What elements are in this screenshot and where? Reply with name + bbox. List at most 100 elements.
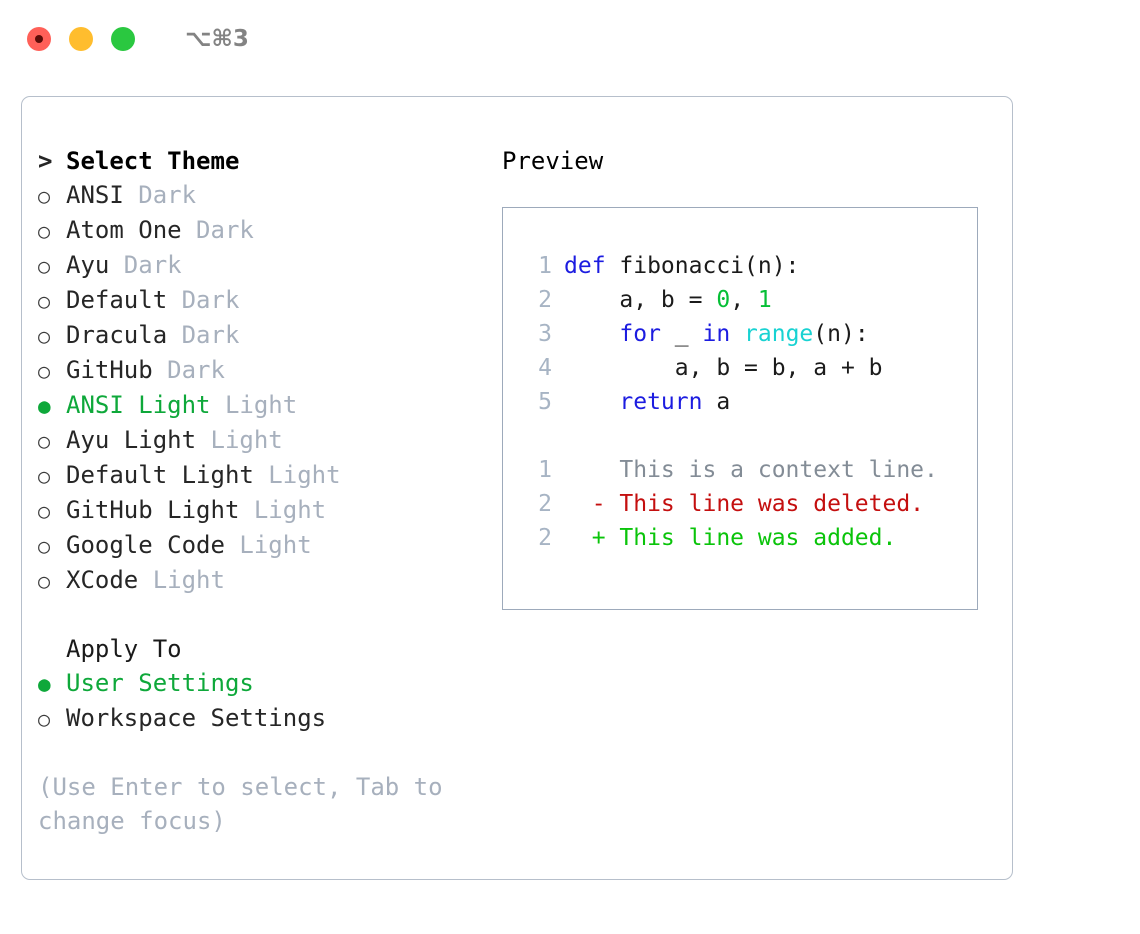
code-line: 3 for _ in range(n): (503, 317, 977, 351)
code-token-plain: , (730, 287, 758, 313)
theme-variant-label: Light (239, 496, 327, 524)
theme-list: ○ANSI Dark○Atom One Dark○Ayu Dark○Defaul… (38, 178, 478, 598)
code-line-text: return a (564, 385, 730, 419)
diff-line: 1 This is a context line. (503, 453, 977, 487)
apply-to-heading: Apply To (66, 635, 182, 663)
theme-variant-label: Light (210, 391, 298, 419)
theme-variant-label: Dark (123, 181, 197, 209)
theme-variant-label: Dark (167, 286, 240, 314)
theme-selector-column: > Select Theme ○ANSI Dark○Atom One Dark○… (38, 144, 478, 838)
theme-option-row[interactable]: ○ Default Light Light (38, 458, 478, 493)
code-token-plain: a, b = b, a + b (564, 355, 883, 381)
theme-name-label: Ayu (66, 251, 110, 279)
theme-option-row[interactable]: ○ Ayu Light Light (38, 423, 478, 458)
radio-unselected-icon: ○ (38, 429, 51, 453)
titlebar: ⌥⌘3 (0, 0, 1140, 78)
code-line-number: 2 (538, 287, 552, 313)
theme-option-row[interactable]: ●ANSI Light Light (38, 388, 478, 423)
code-token-fn: range (744, 321, 814, 347)
theme-option-row[interactable]: ○ Atom One Dark (38, 213, 478, 248)
prompt-caret-icon: > (38, 147, 53, 175)
theme-variant-label: Dark (152, 356, 225, 384)
radio-unselected-icon: ○ (38, 184, 51, 208)
code-token-kw: def (564, 253, 620, 279)
minimize-button[interactable] (69, 27, 93, 51)
theme-name-label: Dracula (66, 321, 168, 349)
code-token-plain: (n): (813, 321, 869, 347)
theme-variant-label: Light (196, 426, 283, 454)
code-line-text: for _ in range(n): (564, 317, 869, 351)
diff-text: This line was added. (605, 525, 897, 551)
theme-name-label: Ayu Light (66, 426, 197, 454)
theme-option-row[interactable]: ○ ANSI Dark (38, 178, 478, 213)
theme-name-label: XCode (66, 566, 139, 594)
select-theme-label: Select Theme (66, 147, 240, 175)
code-line-number: 3 (538, 321, 552, 347)
theme-variant-label: Dark (181, 216, 254, 244)
apply-to-option-row[interactable]: ○Workspace Settings (38, 701, 478, 736)
code-line-number: 5 (538, 389, 552, 415)
code-line-text: a, b = 0, 1 (564, 283, 772, 317)
code-line: 2 a, b = 0, 1 (503, 283, 977, 317)
theme-name-label: GitHub (66, 356, 153, 384)
radio-unselected-icon: ○ (38, 499, 51, 523)
diff-text: This line was deleted. (605, 491, 925, 517)
theme-option-row[interactable]: ○XCode Light (38, 563, 478, 598)
code-token-plain: a, b = (564, 287, 717, 313)
apply-to-label: User Settings (66, 669, 254, 697)
diff-marker: - (564, 491, 606, 517)
diff-text: This is a context line. (605, 457, 938, 483)
theme-variant-label: Light (253, 461, 341, 489)
apply-to-option-row[interactable]: ● User Settings (38, 666, 478, 701)
diff-line-text: - This line was deleted. (564, 487, 924, 521)
radio-unselected-icon: ○ (38, 464, 51, 488)
code-token-plain: _ (660, 321, 703, 347)
radio-unselected-icon: ○ (38, 219, 51, 243)
theme-option-row[interactable]: ○Dracula Dark (38, 318, 478, 353)
theme-option-row[interactable]: ○Ayu Dark (38, 248, 478, 283)
code-token-kw: for (619, 321, 661, 347)
maximize-button[interactable] (111, 27, 135, 51)
code-token-plain (564, 321, 619, 347)
code-line: 4 a, b = b, a + b (503, 351, 977, 385)
code-line: 5 return a (503, 385, 977, 419)
diff-sample: 1 This is a context line. 2 - This line w… (503, 453, 977, 555)
diff-line-number: 2 (538, 525, 552, 551)
radio-unselected-icon: ○ (38, 289, 51, 313)
apply-to-list: ● User Settings ○Workspace Settings (38, 666, 478, 736)
theme-name-label: Atom One (66, 216, 182, 244)
diff-line-number: 2 (538, 491, 552, 517)
keyboard-hint-text: (Use Enter to select, Tab to change focu… (38, 773, 458, 835)
code-line-number: 4 (538, 355, 552, 381)
theme-option-row[interactable]: ○GitHub Light Light (38, 493, 478, 528)
select-theme-heading: > Select Theme (38, 144, 478, 178)
radio-selected-icon: ● (38, 672, 51, 696)
code-token-plain (730, 321, 744, 347)
code-token-num: 0 (716, 287, 731, 313)
code-line-text: def fibonacci(n): (564, 249, 799, 283)
close-button[interactable] (27, 27, 51, 51)
apply-to-label: Workspace Settings (66, 704, 327, 732)
code-token-kw: in (702, 321, 731, 347)
theme-name-label: ANSI (66, 181, 124, 209)
code-token-plain: a (702, 389, 731, 415)
keyboard-shortcut-label: ⌥⌘3 (185, 26, 249, 52)
code-token-num: 1 (757, 287, 772, 313)
theme-name-label: Default Light (66, 461, 254, 489)
theme-option-row[interactable]: ○GitHub Dark (38, 353, 478, 388)
theme-option-row[interactable]: ○Default Dark (38, 283, 478, 318)
radio-unselected-icon: ○ (38, 569, 51, 593)
code-token-kw: return (619, 389, 703, 415)
theme-option-row[interactable]: ○Google Code Light (38, 528, 478, 563)
preview-heading: Preview (502, 147, 604, 175)
code-token-plain: fibonacci(n): (619, 253, 800, 279)
diff-line-text: + This line was added. (564, 521, 897, 555)
diff-marker (564, 457, 606, 483)
theme-variant-label: Dark (109, 251, 182, 279)
theme-variant-label: Dark (167, 321, 240, 349)
theme-name-label: ANSI Light (66, 391, 211, 419)
diff-line-text: This is a context line. (564, 453, 938, 487)
